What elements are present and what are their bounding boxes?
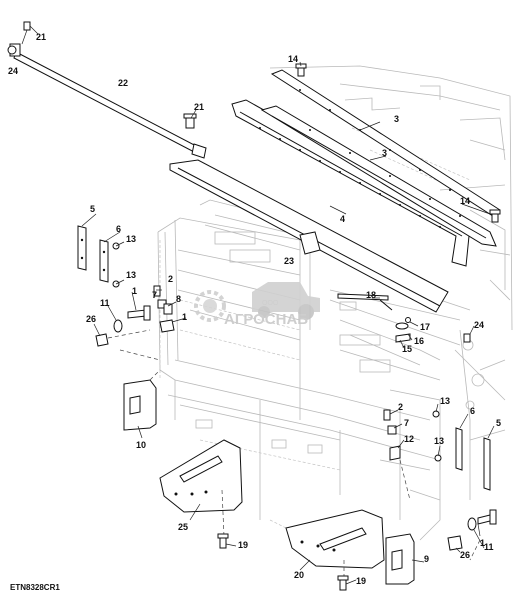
callout-18: 18 xyxy=(366,290,376,300)
callout-19-right: 19 xyxy=(356,576,366,586)
figure-code: ETN8328CR1 xyxy=(10,583,60,592)
callout-7-left: 7 xyxy=(152,290,157,300)
bolt-19a xyxy=(217,533,229,549)
callout-2-left: 2 xyxy=(168,274,173,284)
assembly-guides xyxy=(107,329,481,561)
fastener-24b xyxy=(463,333,471,343)
bolt-13a xyxy=(112,241,125,250)
plate-20 xyxy=(285,509,385,580)
callout-24-left: 24 xyxy=(8,66,18,76)
callout-13-right-upper: 13 xyxy=(440,396,450,406)
plate-25 xyxy=(159,439,243,537)
clip-7b xyxy=(387,425,397,435)
callout-6-right: 6 xyxy=(470,406,475,416)
spacer-26a xyxy=(95,333,109,347)
callout-24-right: 24 xyxy=(474,320,484,330)
callout-7-right: 7 xyxy=(404,418,409,428)
bracket-6a xyxy=(99,239,109,283)
bolt-1a xyxy=(127,305,151,321)
watermark-small-text: ООО xyxy=(262,300,279,307)
bolt-19b xyxy=(337,575,349,591)
callout-16: 16 xyxy=(414,336,424,346)
callout-21-rod: 21 xyxy=(194,102,204,112)
callout-15: 15 xyxy=(402,344,412,354)
callout-8: 8 xyxy=(176,294,181,304)
callout-14-right: 14 xyxy=(460,196,470,206)
callout-19-left: 19 xyxy=(238,540,248,550)
callout-3-upper: 3 xyxy=(394,114,399,124)
clip-12 xyxy=(389,445,401,461)
bolt-13b xyxy=(112,279,125,288)
fastener-21b xyxy=(183,113,197,129)
seal-plate-23 xyxy=(169,159,449,313)
callout-1-right: 1 xyxy=(480,538,485,548)
callout-11-left: 11 xyxy=(100,298,110,308)
callout-12: 12 xyxy=(404,434,414,444)
clip-2a xyxy=(153,285,161,297)
bracket-10 xyxy=(123,379,157,431)
callout-1-left: 1 xyxy=(132,286,137,296)
callout-23: 23 xyxy=(284,256,294,266)
screw-14b xyxy=(489,209,501,223)
bolt-1c xyxy=(477,509,497,525)
callouts: 21 24 22 21 14 3 3 14 4 23 5 6 13 13 2 7… xyxy=(8,32,501,586)
callout-13-right-lower: 13 xyxy=(434,436,444,446)
callout-5-right: 5 xyxy=(496,418,501,428)
callout-21-top: 21 xyxy=(36,32,46,42)
callout-11-right: 11 xyxy=(484,542,494,552)
clip-8 xyxy=(163,303,173,315)
callout-13-lower-left: 13 xyxy=(126,270,136,280)
callout-26-left: 26 xyxy=(86,314,96,324)
callout-1-housing: 1 xyxy=(182,312,187,322)
hardware-17-16-15 xyxy=(395,317,411,343)
washer-21a xyxy=(21,21,39,45)
bracket-6b xyxy=(455,427,463,471)
bracket-5b xyxy=(483,437,491,491)
callout-14-top: 14 xyxy=(288,54,298,64)
clip-2b xyxy=(383,409,391,421)
callout-10: 10 xyxy=(136,440,146,450)
callout-22: 22 xyxy=(118,78,128,88)
leader-lines xyxy=(81,61,495,585)
watermark-brand-text: АГРОСНАБ xyxy=(224,311,308,328)
washer-11a xyxy=(113,319,123,333)
bar-18 xyxy=(337,293,393,311)
callout-17: 17 xyxy=(420,322,430,332)
callout-3-lower: 3 xyxy=(382,148,387,158)
callout-26-right: 26 xyxy=(460,550,470,560)
clip-1b xyxy=(159,319,175,333)
callout-20: 20 xyxy=(294,570,304,580)
callout-6-left: 6 xyxy=(116,224,121,234)
callout-25: 25 xyxy=(178,522,188,532)
callout-2-right: 2 xyxy=(398,402,403,412)
spacer-26b xyxy=(447,535,463,551)
callout-9: 9 xyxy=(424,554,429,564)
bracket-5a xyxy=(77,225,87,271)
rod-22 xyxy=(7,43,207,159)
agrosnab-watermark-logo: ООО АГРОСНАБ xyxy=(194,282,320,328)
washer-11b xyxy=(467,517,477,531)
callout-4: 4 xyxy=(340,214,345,224)
bracket-9 xyxy=(385,533,415,585)
callout-5-left: 5 xyxy=(90,204,95,214)
callout-13-upper-left: 13 xyxy=(126,234,136,244)
